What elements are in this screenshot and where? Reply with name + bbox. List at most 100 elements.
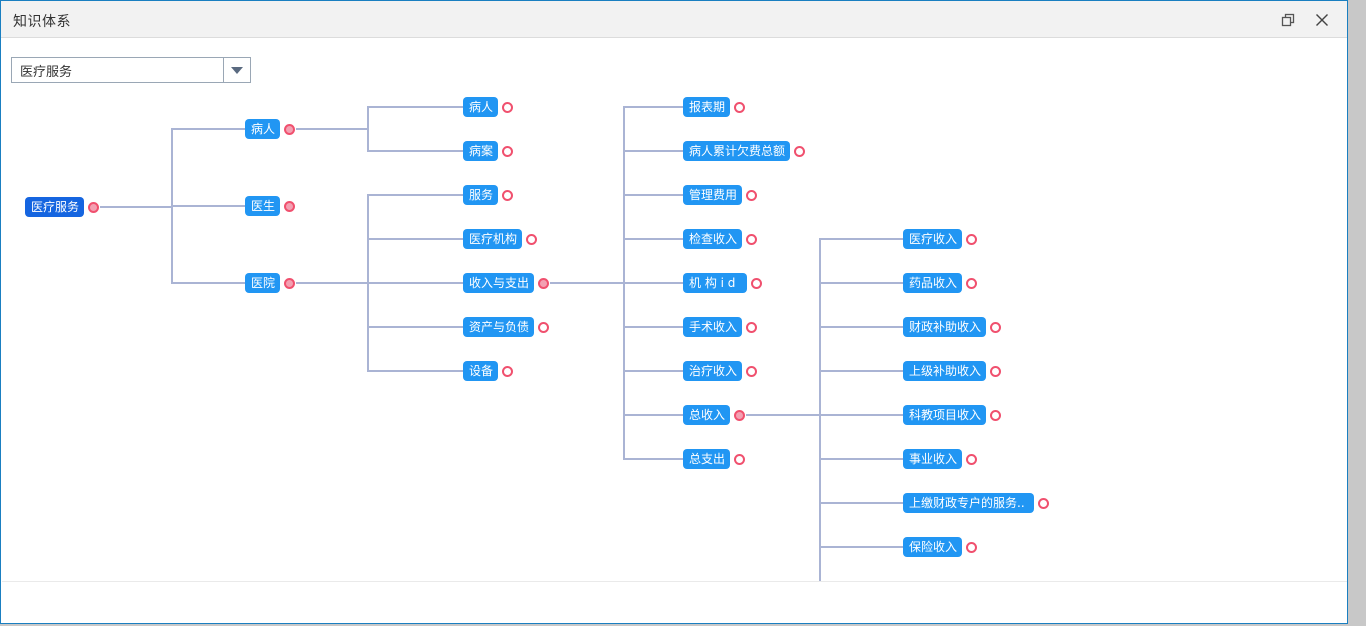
tree-node-toggle-dot[interactable] (746, 365, 757, 377)
tree-node-toggle-dot[interactable] (538, 277, 549, 289)
link-child (623, 238, 683, 240)
tree-node-toggle-dot[interactable] (502, 189, 513, 201)
tree-node[interactable]: 病案 (463, 141, 498, 161)
tree-node[interactable]: 服务 (463, 185, 498, 205)
tree-node-toggle-dot[interactable] (990, 321, 1001, 333)
tree-node[interactable]: 设备 (463, 361, 498, 381)
tree-node[interactable]: 保险收入 (903, 537, 962, 557)
link-child (367, 282, 463, 284)
window-titlebar: 知识体系 (1, 1, 1347, 38)
tree-node[interactable]: 事业收入 (903, 449, 962, 469)
tree-node-toggle-dot[interactable] (746, 189, 757, 201)
close-icon[interactable] (1309, 7, 1335, 33)
tree-node[interactable]: 管理费用 (683, 185, 742, 205)
link-child (623, 370, 683, 372)
link-parent-stub (295, 282, 369, 284)
toolbar: 医疗服务 (1, 39, 1347, 84)
tree-node[interactable]: 医疗收入 (903, 229, 962, 249)
tree-node-toggle-dot[interactable] (284, 200, 295, 212)
tree-node-toggle-dot[interactable] (966, 541, 977, 553)
tree-node[interactable]: 病人累计欠费总额 (683, 141, 790, 161)
tree-node[interactable]: 报表期 (683, 97, 730, 117)
link-parent-stub (99, 206, 173, 208)
link-child (819, 502, 903, 504)
chevron-down-icon[interactable] (223, 58, 250, 82)
link-parent-stub (549, 282, 625, 284)
tree-node[interactable]: 医疗服务 (25, 197, 84, 217)
tree-node-toggle-dot[interactable] (284, 277, 295, 289)
link-child (623, 282, 683, 284)
tree-node[interactable]: 药品收入 (903, 273, 962, 293)
tree-node-toggle-dot[interactable] (734, 409, 745, 421)
link-child (171, 128, 245, 130)
tree-node[interactable]: 科教项目收入 (903, 405, 986, 425)
link-child (819, 282, 903, 284)
tree-node[interactable]: 财政补助收入 (903, 317, 986, 337)
link-child (819, 414, 903, 416)
window-title: 知识体系 (13, 13, 71, 29)
tree-node-toggle-dot[interactable] (502, 145, 513, 157)
knowledge-tree-canvas: 医疗服务 病人医生医院 病人病案服务医疗机构收入与支出资产与负债设备 报表期病人累计欠… (2, 85, 1347, 581)
tree-node-toggle-dot[interactable] (734, 101, 745, 113)
link-child (623, 458, 683, 460)
tree-node-toggle-dot[interactable] (284, 123, 295, 135)
tree-node-toggle-dot[interactable] (502, 365, 513, 377)
trunk-zsr (819, 239, 821, 581)
link-child (623, 194, 683, 196)
link-child (623, 326, 683, 328)
tree-node-toggle-dot[interactable] (538, 321, 549, 333)
tree-node[interactable]: 治疗收入 (683, 361, 742, 381)
domain-select-value: 医疗服务 (20, 63, 73, 79)
link-child (171, 282, 245, 284)
link-child (367, 194, 463, 196)
domain-select[interactable]: 医疗服务 (11, 57, 251, 83)
tree-node-toggle-dot[interactable] (1038, 497, 1049, 509)
link-child (819, 458, 903, 460)
link-child (819, 326, 903, 328)
tree-node-toggle-dot[interactable] (794, 145, 805, 157)
tree-node-toggle-dot[interactable] (990, 365, 1001, 377)
tree-node-toggle-dot[interactable] (966, 453, 977, 465)
window-right-gutter (1348, 30, 1366, 626)
link-child (623, 106, 683, 108)
link-child (623, 414, 683, 416)
tree-node[interactable]: 上缴财政专户的服务.. (903, 493, 1034, 513)
link-child (367, 238, 463, 240)
tree-node-toggle-dot[interactable] (526, 233, 537, 245)
tree-node-toggle-dot[interactable] (88, 201, 99, 213)
tree-node[interactable]: 医疗机构 (463, 229, 522, 249)
tree-node[interactable]: 总支出 (683, 449, 730, 469)
tree-node[interactable]: 上级补助收入 (903, 361, 986, 381)
tree-node[interactable]: 资产与负债 (463, 317, 534, 337)
link-child (367, 150, 463, 152)
tree-node-toggle-dot[interactable] (746, 321, 757, 333)
tree-node-toggle-dot[interactable] (746, 233, 757, 245)
footer-divider (2, 581, 1347, 582)
tree-node[interactable]: 医院 (245, 273, 280, 293)
tree-node-toggle-dot[interactable] (966, 233, 977, 245)
link-child (819, 238, 903, 240)
tree-node[interactable]: 收入与支出 (463, 273, 534, 293)
tree-node[interactable]: 病人 (463, 97, 498, 117)
link-parent-stub (295, 128, 369, 130)
tree-node[interactable]: 检查收入 (683, 229, 742, 249)
tree-node-toggle-dot[interactable] (990, 409, 1001, 421)
tree-node-toggle-dot[interactable] (502, 101, 513, 113)
tree-node-toggle-dot[interactable] (966, 277, 977, 289)
tree-node[interactable]: 总收入 (683, 405, 730, 425)
link-child (367, 106, 463, 108)
link-child (819, 546, 903, 548)
restore-window-icon[interactable] (1275, 7, 1301, 33)
tree-node-toggle-dot[interactable] (751, 277, 762, 289)
tree-node[interactable]: 手术收入 (683, 317, 742, 337)
tree-node[interactable]: 医生 (245, 196, 280, 216)
tree-node[interactable]: 机 构 i d (683, 273, 747, 293)
link-child (171, 205, 245, 207)
link-child (623, 150, 683, 152)
link-child (819, 370, 903, 372)
link-child (367, 370, 463, 372)
tree-node[interactable]: 病人 (245, 119, 280, 139)
link-parent-stub (745, 414, 821, 416)
tree-node-toggle-dot[interactable] (734, 453, 745, 465)
